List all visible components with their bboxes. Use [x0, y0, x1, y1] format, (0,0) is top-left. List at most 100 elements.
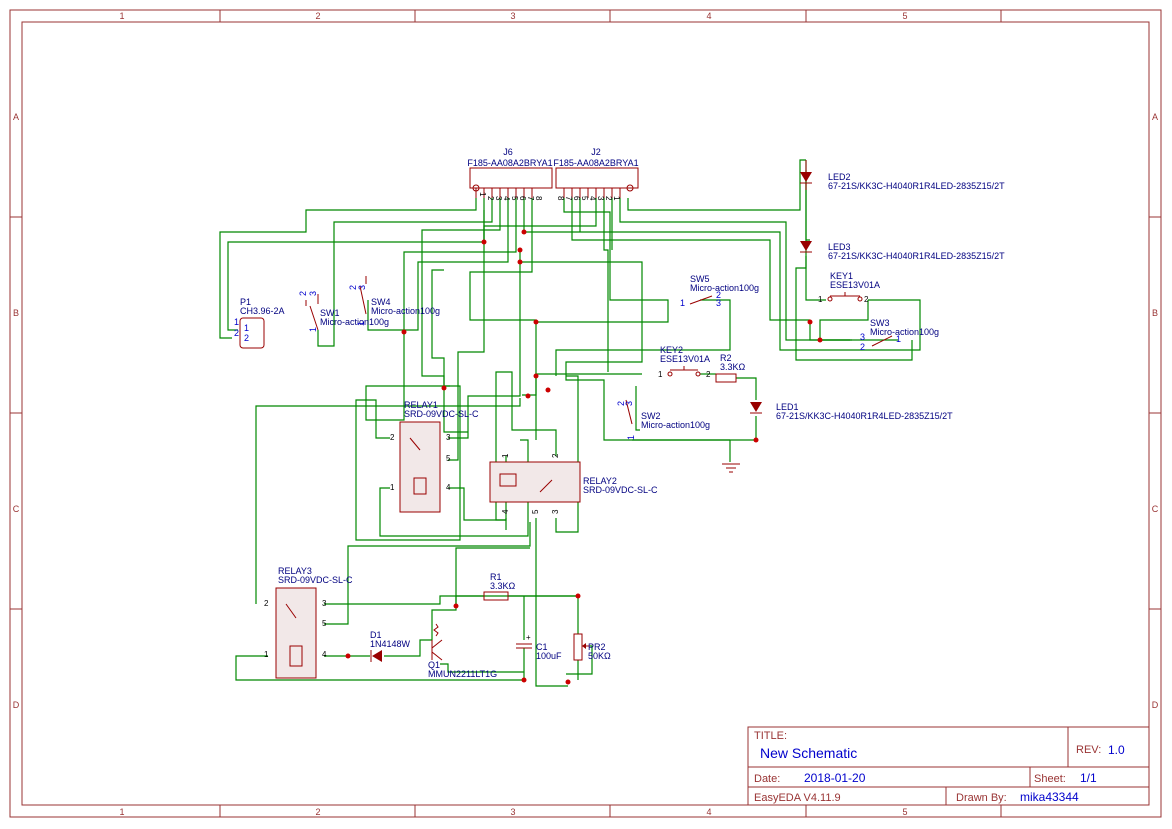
- svg-text:5: 5: [531, 509, 540, 514]
- sw3-value: Micro-action100g: [870, 327, 939, 337]
- key1-value: ESE13V01A: [830, 280, 880, 290]
- switch-sw4[interactable]: 2 3 1 SW4 Micro-action100g: [348, 276, 440, 326]
- drawn-by-label: Drawn By:: [956, 792, 1007, 804]
- pr2-ref: PR2: [588, 642, 606, 652]
- zone-col-2-bottom: 2: [315, 807, 320, 817]
- svg-text:2: 2: [390, 433, 395, 442]
- potentiometer-pr2[interactable]: PR2 50KΩ: [573, 633, 611, 661]
- q1-value: MMUN2211LT1G: [428, 669, 497, 679]
- junction: [545, 387, 551, 393]
- j6-pin-7: 7: [526, 196, 535, 201]
- key2-ref: KEY2: [660, 345, 683, 355]
- ground-symbol: [722, 463, 740, 473]
- zone-row-d-left: D: [13, 700, 20, 710]
- svg-text:3: 3: [551, 509, 560, 514]
- svg-text:3: 3: [308, 291, 318, 296]
- capacitor-c1[interactable]: + C1 100uF: [516, 633, 562, 661]
- switch-sw3[interactable]: 3 2 1 SW3 Micro-action100g: [860, 318, 939, 352]
- zone-col-5-top: 5: [902, 11, 907, 21]
- zone-col-3-top: 3: [510, 11, 515, 21]
- svg-text:2: 2: [864, 295, 869, 304]
- svg-text:2: 2: [716, 290, 721, 300]
- zone-col-4-top: 4: [706, 11, 711, 21]
- led-led2[interactable]: LED2 67-21S/KK3C-H4040R1R4LED-2835Z15/2T: [800, 160, 1005, 191]
- junction: [481, 239, 487, 245]
- svg-text:3: 3: [860, 332, 865, 342]
- relay-relay1[interactable]: RELAY1 SRD-09VDC-SL-C 2 3 5 1 4: [390, 400, 479, 513]
- junction: [575, 593, 581, 599]
- transistor-q1[interactable]: Q1 MMUN2211LT1G: [428, 623, 497, 679]
- junction: [807, 319, 813, 325]
- relay-relay3[interactable]: RELAY3 SRD-09VDC-SL-C 2 3 5 1 4: [264, 566, 353, 679]
- sheet-frame: 1 2 3 4 5 1 2 3 4 5 A B C D A B C D: [9, 9, 1162, 818]
- svg-text:3: 3: [624, 401, 634, 406]
- junction: [753, 437, 759, 443]
- svg-text:4: 4: [501, 509, 510, 514]
- svg-text:3: 3: [357, 285, 367, 290]
- wires: [219, 159, 921, 687]
- svg-text:1: 1: [308, 327, 318, 332]
- svg-text:1: 1: [680, 298, 685, 308]
- switch-sw5[interactable]: 1 2 3 SW5 Micro-action100g: [680, 274, 759, 308]
- zone-row-b-right: B: [1152, 308, 1158, 318]
- button-key1[interactable]: 1 2 KEY1 ESE13V01A: [818, 271, 880, 304]
- date-value: 2018-01-20: [804, 771, 866, 785]
- j6-pin-8: 8: [534, 196, 543, 201]
- svg-text:1: 1: [390, 483, 395, 492]
- sheet-label: Sheet:: [1034, 773, 1066, 785]
- svg-text:2: 2: [264, 599, 269, 608]
- c1-ref: C1: [536, 642, 548, 652]
- junctions: [345, 229, 823, 685]
- svg-text:2: 2: [551, 453, 560, 458]
- title-block: TITLE: New Schematic REV: 1.0 Date: 2018…: [747, 726, 1150, 806]
- rev-value: 1.0: [1108, 743, 1125, 757]
- p1-pin-1: 1: [244, 323, 249, 333]
- c1-value: 100uF: [536, 651, 562, 661]
- relay3-value: SRD-09VDC-SL-C: [278, 575, 353, 585]
- junction: [345, 653, 351, 659]
- connector-j2[interactable]: J2 F185-AA08A2BRYA1 8 7 6 5 4 3 2 1: [553, 147, 638, 201]
- junction: [401, 329, 407, 335]
- svg-text:1: 1: [626, 435, 636, 440]
- led-led3[interactable]: LED3 67-21S/KK3C-H4040R1R4LED-2835Z15/2T: [800, 241, 1005, 261]
- j2-pin-4: 4: [588, 196, 597, 201]
- svg-text:2: 2: [298, 291, 308, 296]
- sw3-ref: SW3: [870, 318, 890, 328]
- zone-row-b-left: B: [13, 308, 19, 318]
- zone-row-c-left: C: [13, 504, 20, 514]
- switch-sw1[interactable]: 2 3 1 SW1 Micro-action100g: [298, 291, 389, 332]
- relay1-value: SRD-09VDC-SL-C: [404, 409, 479, 419]
- button-key2[interactable]: 1 2 KEY2 ESE13V01A: [658, 345, 711, 379]
- junction: [517, 259, 523, 265]
- relay3-ref: RELAY3: [278, 566, 312, 576]
- drawn-by-value: mika43344: [1020, 790, 1079, 804]
- junction: [533, 319, 539, 325]
- j2-pin-2: 2: [604, 196, 613, 201]
- svg-text:1: 1: [658, 370, 663, 379]
- svg-text:2: 2: [348, 285, 358, 290]
- j2-value: F185-AA08A2BRYA1: [553, 158, 638, 168]
- connector-p1[interactable]: P1 CH3.96-2A 1 2 1 2: [234, 297, 285, 349]
- junction: [817, 337, 823, 343]
- svg-text:1: 1: [264, 650, 269, 659]
- j6-pin-5: 5: [510, 196, 519, 201]
- junction: [565, 679, 571, 685]
- svg-text:3: 3: [446, 433, 451, 442]
- connector-j6[interactable]: J6 F185-AA08A2BRYA1 1 2 3 4 5 6 7 8: [467, 147, 552, 201]
- resistor-r2[interactable]: R2 3.3KΩ: [715, 353, 746, 383]
- switch-sw2[interactable]: 2 3 1 SW2 Micro-action100g: [616, 399, 710, 440]
- j2-pin-1: 1: [612, 196, 621, 201]
- p1-value: CH3.96-2A: [240, 306, 285, 316]
- resistor-r1[interactable]: R1 3.3KΩ: [483, 572, 516, 601]
- svg-text:+: +: [526, 633, 531, 642]
- j2-pin-6: 6: [572, 196, 581, 201]
- relay-relay2[interactable]: RELAY2 SRD-09VDC-SL-C 1 2 4 5 3: [489, 453, 658, 514]
- diode-d1[interactable]: D1 1N4148W: [370, 630, 411, 662]
- sheet-value: 1/1: [1080, 771, 1097, 785]
- svg-text:3: 3: [322, 599, 327, 608]
- led-led1[interactable]: LED1 67-21S/KK3C-H4040R1R4LED-2835Z15/2T: [750, 402, 953, 421]
- j2-pin-7: 7: [564, 196, 573, 201]
- j2-pin-8: 8: [556, 196, 565, 201]
- sw1-ref: SW1: [320, 308, 340, 318]
